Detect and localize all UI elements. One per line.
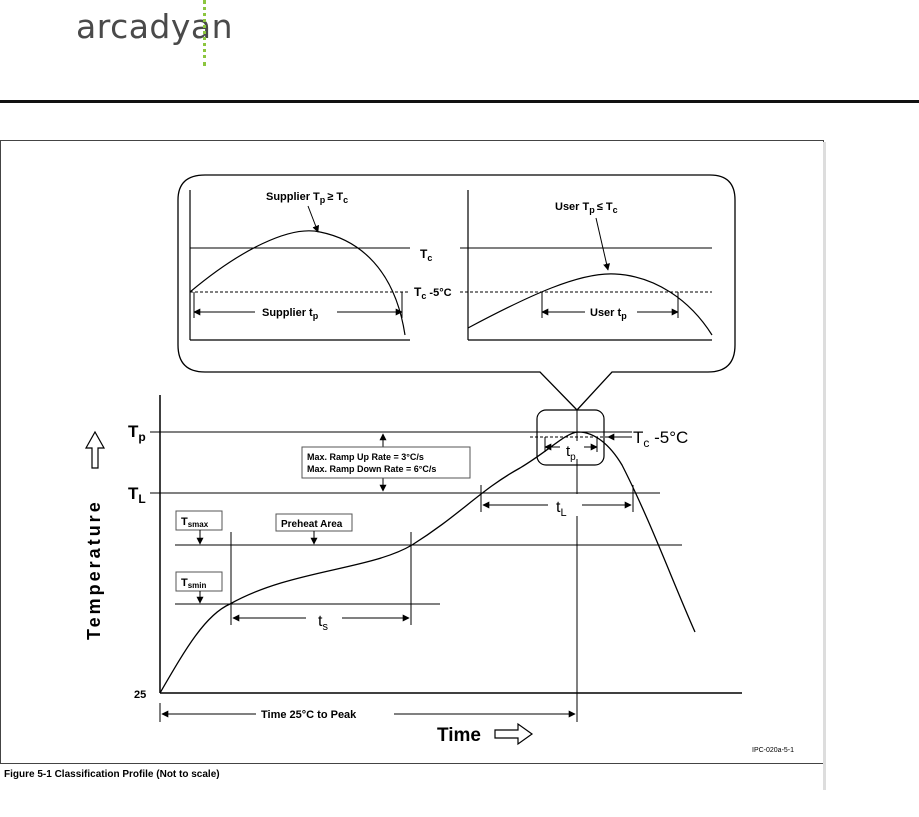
- tc-minus-5-label: Tc -5°C: [633, 428, 688, 450]
- ramp-up-rate-text: Max. Ramp Up Rate = 3°C/s: [307, 452, 424, 462]
- time-to-peak-label: Time 25°C to Peak: [261, 709, 357, 721]
- x-axis-title: Time: [437, 725, 481, 746]
- figure-id: IPC-020a-5-1: [752, 747, 794, 754]
- y-axis-title: Temperature: [84, 499, 104, 640]
- time-right-arrow-icon: [495, 724, 532, 744]
- preheat-area-label: Preheat Area: [281, 519, 343, 530]
- y-tp-label: Tp: [128, 422, 146, 444]
- user-tp-le-tc-label: User Tp≤ Tc: [555, 201, 618, 215]
- y-25-label: 25: [134, 689, 146, 701]
- supplier-tp-label: Supplier tp: [262, 307, 319, 321]
- y-tl-label: TL: [128, 484, 146, 506]
- figure-caption: Figure 5-1 Classification Profile (Not t…: [4, 769, 220, 780]
- ramp-down-rate-text: Max. Ramp Down Rate = 6°C/s: [307, 464, 436, 474]
- inset-tc-minus-5-label: Tc -5°C: [414, 285, 452, 301]
- temperature-up-arrow-icon: [86, 432, 104, 468]
- supplier-tp-ge-tc-label: Supplier Tp≥ Tc: [266, 191, 348, 205]
